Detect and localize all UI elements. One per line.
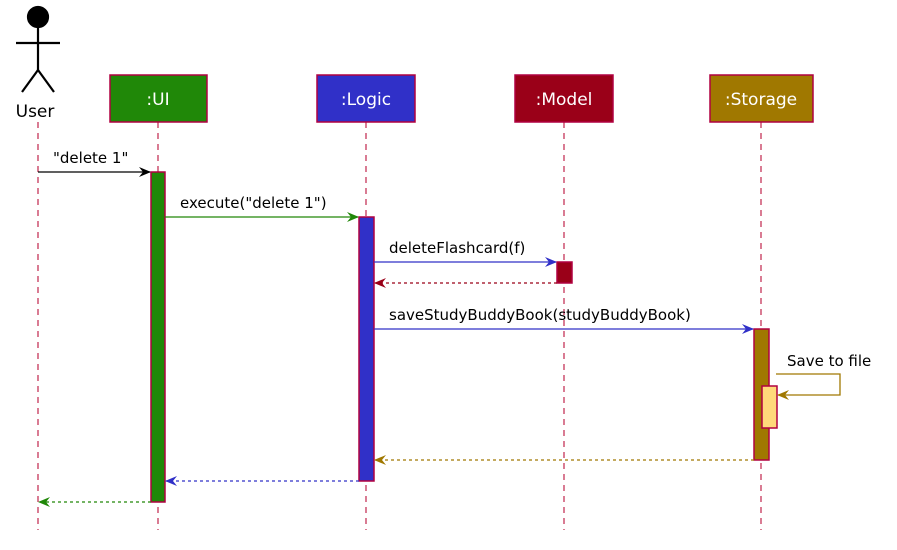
actor-label: User bbox=[16, 102, 55, 122]
message-label-delete-1: "delete 1" bbox=[53, 149, 128, 167]
message-label-save-study-buddy-book: saveStudyBuddyBook(studyBuddyBook) bbox=[389, 306, 691, 324]
participant-logic: :Logic bbox=[316, 74, 416, 123]
activation-ui bbox=[150, 171, 166, 503]
participant-ui-label: :UI bbox=[146, 90, 169, 110]
participant-model-label: :Model bbox=[536, 90, 593, 110]
self-message-arrow-save-to-file bbox=[776, 373, 841, 400]
participant-ui: :UI bbox=[109, 74, 208, 123]
activation-model bbox=[556, 261, 573, 284]
participant-storage: :Storage bbox=[709, 74, 814, 123]
user-actor-icon bbox=[16, 5, 60, 93]
self-message-label-save-to-file: Save to file bbox=[787, 352, 871, 370]
participant-storage-label: :Storage bbox=[725, 90, 797, 110]
participant-model: :Model bbox=[514, 74, 614, 123]
message-label-delete-flashcard: deleteFlashcard(f) bbox=[389, 239, 525, 257]
message-label-execute: execute("delete 1") bbox=[180, 194, 327, 212]
activation-logic bbox=[358, 216, 375, 482]
participant-logic-label: :Logic bbox=[341, 90, 391, 110]
activation-storage-nested bbox=[761, 385, 778, 429]
